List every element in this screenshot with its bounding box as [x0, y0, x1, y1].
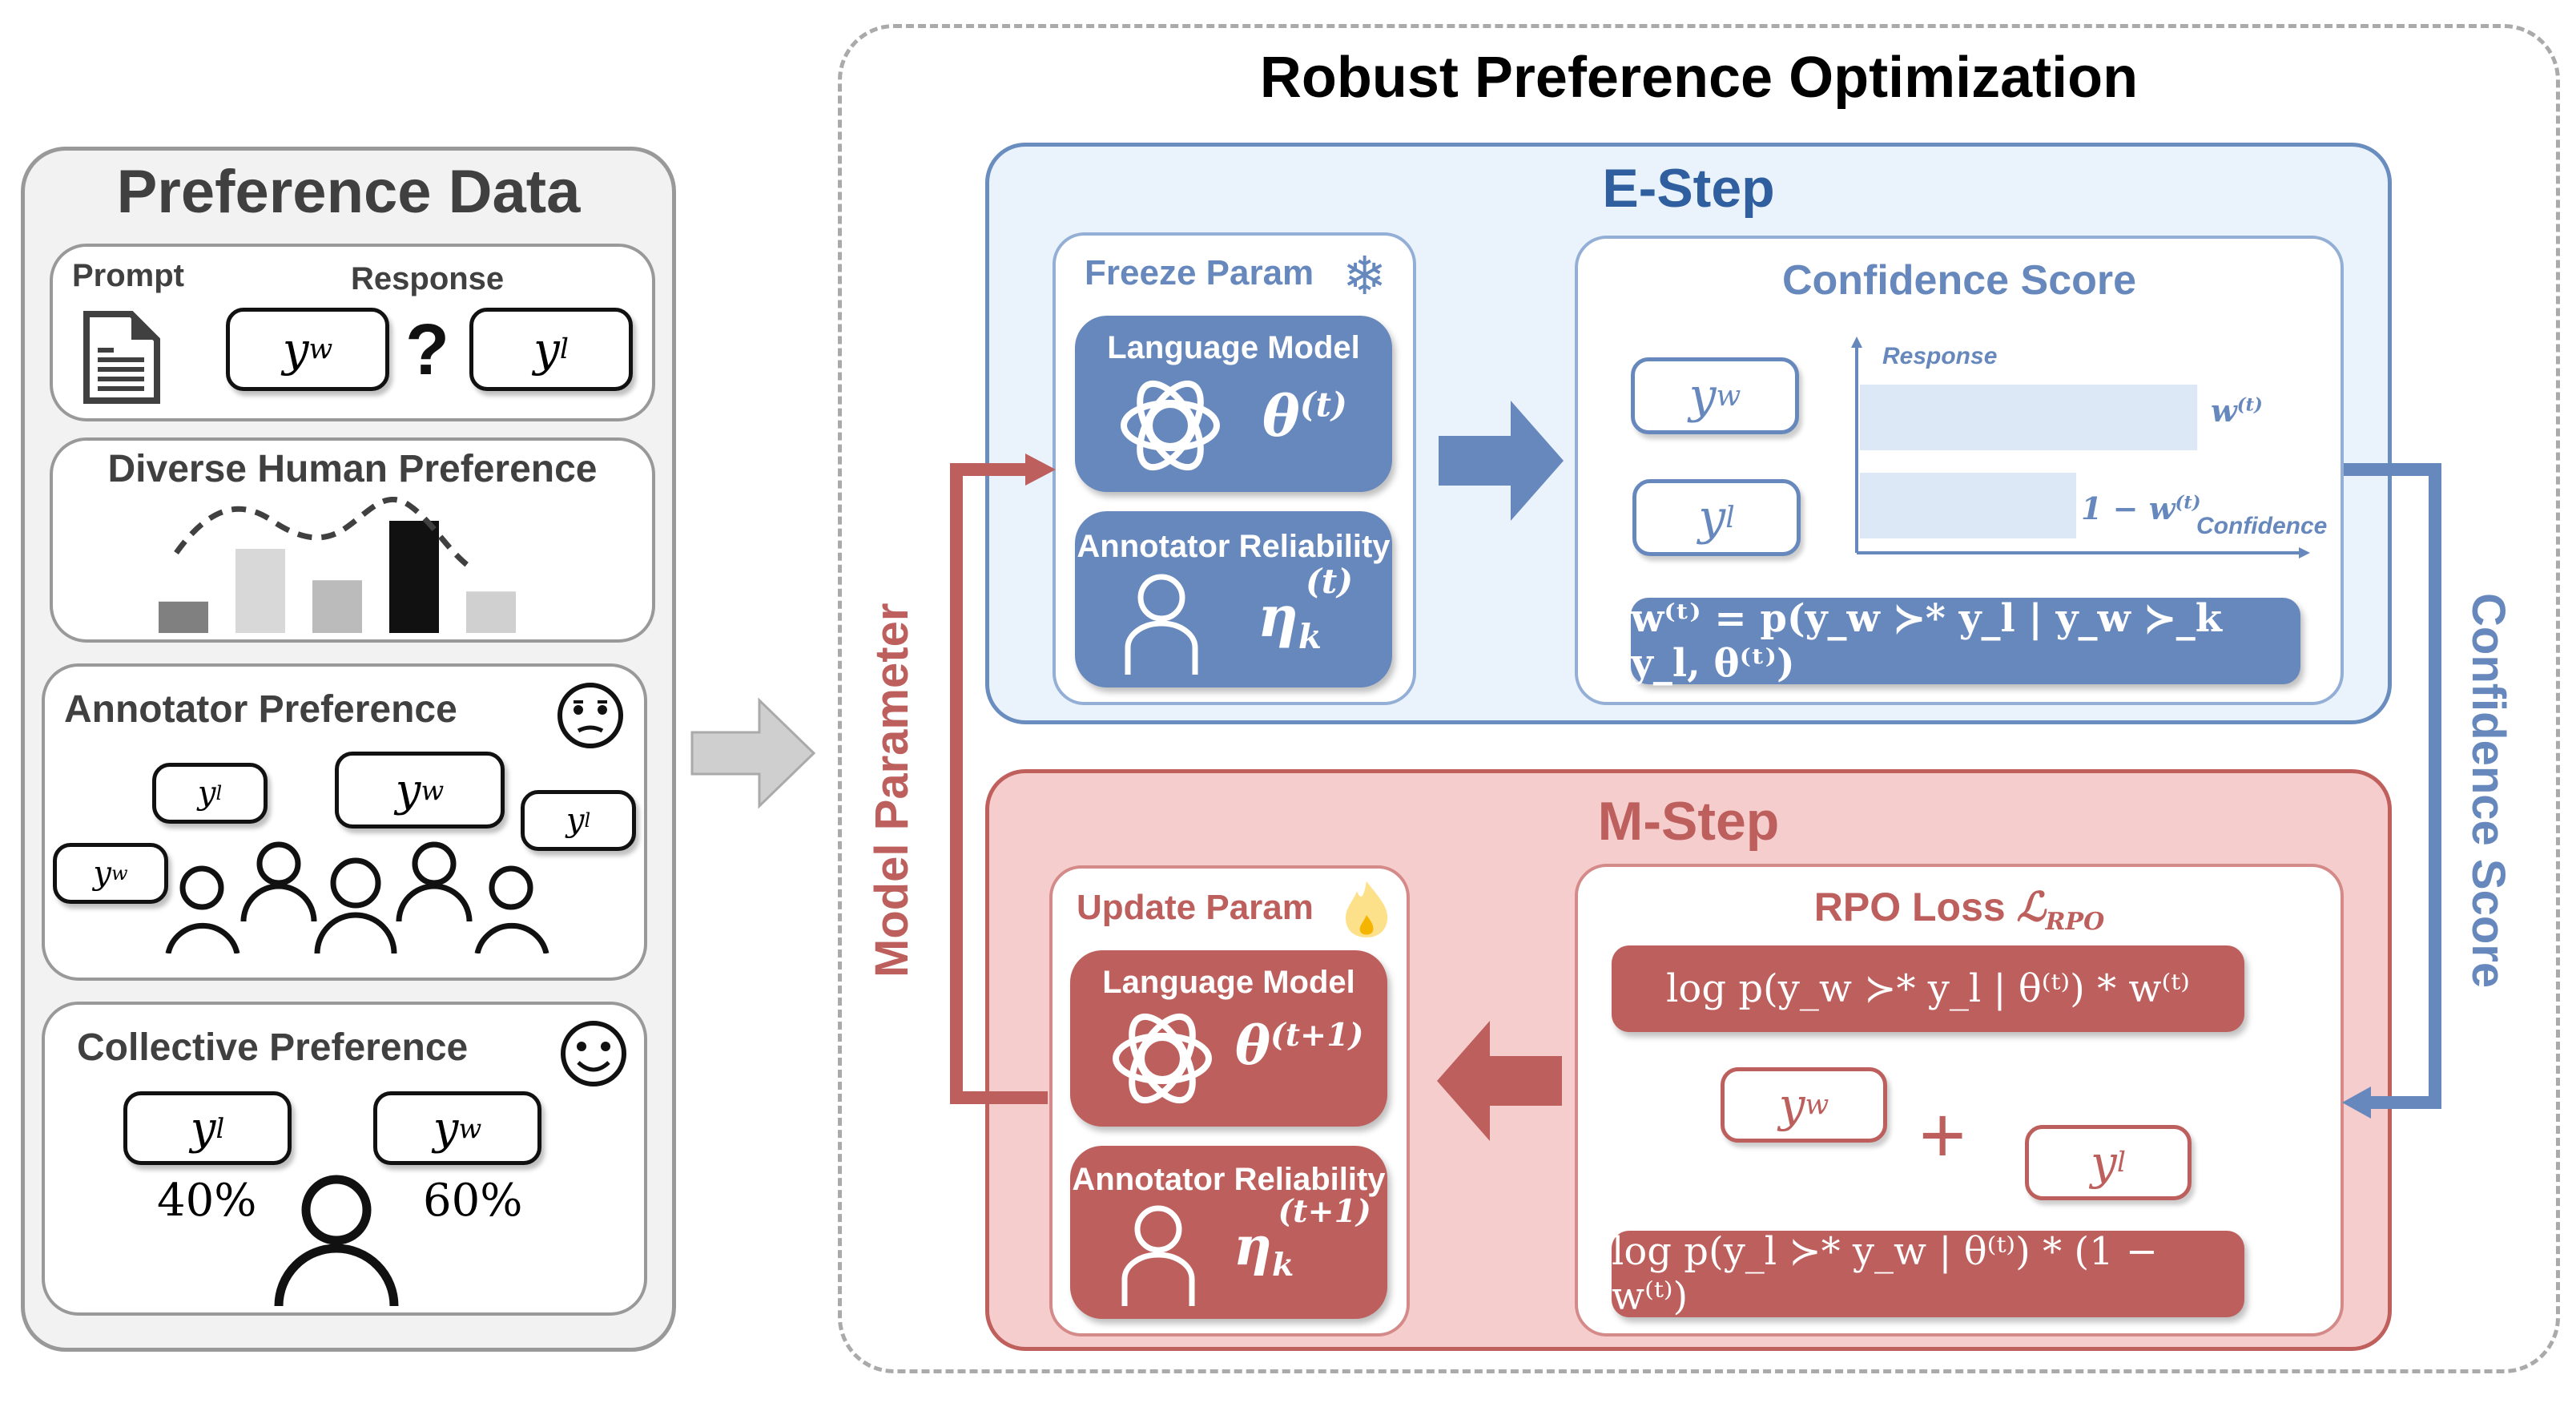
language-model-label: Language Model [1107, 330, 1360, 365]
document-icon [83, 311, 160, 404]
preference-bar [466, 591, 516, 633]
flow-arrow-icon [690, 697, 816, 809]
collective-preference-title: Collective Preference [77, 1026, 469, 1069]
diverse-preference-card [50, 437, 655, 643]
question-mark: ? [405, 310, 449, 390]
prompt-label: Prompt [72, 258, 184, 293]
annotator-param-eta: ηk(t) [1258, 561, 1354, 656]
language-model-block [1075, 316, 1392, 492]
confidence-bar-chosen [1860, 385, 2198, 450]
confidence-score-label: Confidence Score [2462, 593, 2514, 989]
lm-param-theta: θ(t) [1262, 383, 1347, 450]
annotator-reliability-label: Annotator Reliability [1077, 529, 1391, 564]
confidence-bar-rejected [1860, 473, 2076, 538]
person-icon [274, 1175, 399, 1306]
confidence-score-title: Confidence Score [1781, 257, 2137, 304]
m-step-flow-arrow [1437, 1021, 1562, 1141]
loss-term-chosen: log p(y_w ≻* y_l | θ⁽ᵗ⁾) * w⁽ᵗ⁾ [1612, 945, 2244, 1032]
m-step-title: M-Step [1597, 791, 1780, 852]
chosen-percentage: 60% [423, 1175, 523, 1227]
rpo-title: Robust Preference Optimization [1259, 46, 2139, 110]
update-param-label: Update Param [1077, 888, 1314, 927]
confidence-score-arrow [2342, 463, 2441, 1119]
annotator-reliability-update-label: Annotator Reliability [1072, 1162, 1386, 1197]
lm-param-theta-next: θ(t+1) [1235, 1014, 1364, 1077]
e-step-title: E-Step [1602, 158, 1775, 219]
bar-w-label: w(t) [2211, 393, 2263, 429]
fire-icon [1346, 881, 1388, 937]
diverse-preference-title: Diverse Human Preference [107, 448, 598, 490]
rejected-percentage: 40% [157, 1175, 257, 1227]
loss-term-rejected: log p(y_l ≻* y_w | θ⁽ᵗ⁾) * (1 − w⁽ᵗ⁾) [1612, 1229, 2244, 1319]
response-label: Response [351, 261, 505, 296]
smiley-face-icon [561, 1021, 626, 1086]
snowflake-icon: ❄ [1342, 246, 1387, 305]
distribution-curve [174, 497, 475, 571]
e-step-flow-arrow [1439, 401, 1564, 521]
language-model-update-label: Language Model [1102, 965, 1355, 1000]
openai-logo-icon [1113, 1013, 1212, 1104]
preference-data-title: Preference Data [116, 158, 581, 226]
confidence-formula: w⁽ᵗ⁾ = p(y_w ≻* y_l | y_w ≻_k y_l, θ⁽ᵗ⁾) [1631, 596, 2300, 686]
preference-bar [235, 549, 285, 633]
annotator-icon [1121, 1205, 1195, 1306]
freeze-param-label: Freeze Param [1085, 253, 1314, 292]
diverse-preference-chart [159, 497, 516, 633]
model-parameter-label: Model Parameter [866, 603, 918, 978]
axis-x-label: Confidence [2196, 513, 2328, 539]
preference-bar [389, 521, 439, 633]
confidence-bar-chart [1851, 337, 2310, 558]
annotator-icon [1125, 574, 1198, 675]
plus-sign: + [1919, 1091, 1966, 1180]
openai-logo-icon [1121, 380, 1220, 471]
worried-face-icon [557, 683, 623, 748]
rpo-container [838, 24, 2560, 1373]
annotator-crowd-icon [165, 841, 549, 953]
bar-l-label: 1 − w(t) [2081, 490, 2201, 526]
axis-y-label: Response [1882, 343, 1998, 369]
language-model-update-block [1070, 950, 1387, 1127]
rpo-loss-title: RPO Loss ℒRPO [1813, 883, 2105, 936]
annotator-param-eta-next: ηk(t+1) [1234, 1193, 1371, 1284]
preference-bar [312, 580, 362, 633]
annotator-preference-title: Annotator Preference [64, 688, 457, 731]
model-parameter-arrow [950, 454, 1056, 1104]
preference-bar [159, 601, 208, 633]
